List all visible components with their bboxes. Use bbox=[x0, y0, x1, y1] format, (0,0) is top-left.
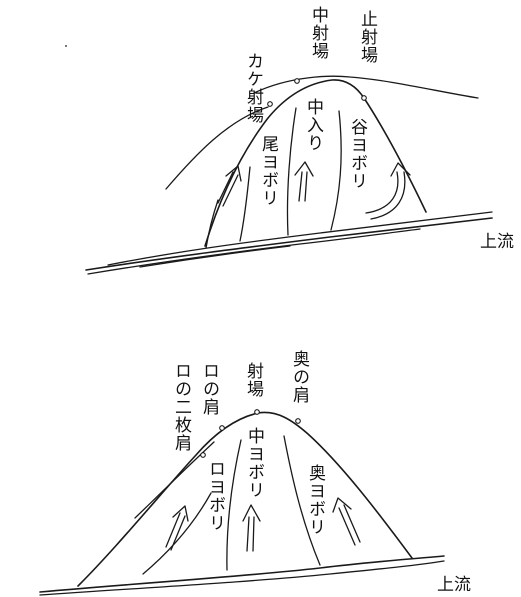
label-naka-shaba: 中射場 bbox=[308, 6, 328, 60]
top-terrain-drawing bbox=[65, 45, 493, 275]
label-oku-yobori: 奥ヨボリ bbox=[305, 464, 325, 536]
bottom-marker-kuchi bbox=[219, 425, 225, 431]
top-arrow-center bbox=[294, 161, 314, 202]
top-ravine-1 bbox=[239, 166, 251, 242]
label-jouryu-bottom: 上流 bbox=[437, 575, 471, 595]
bottom-ravine-1 bbox=[142, 492, 212, 575]
bottom-ravine-3 bbox=[283, 435, 321, 566]
top-marker-tome bbox=[361, 95, 367, 101]
bottom-arrow-right bbox=[332, 497, 361, 546]
label-shaba: 射場 bbox=[243, 362, 263, 398]
label-kuchi-no-nimai-kata: ロの二枚肩 bbox=[171, 362, 191, 452]
top-river-bank-shadow bbox=[139, 245, 291, 268]
bottom-marker-oku bbox=[295, 418, 301, 424]
top-ridge-skyline bbox=[253, 75, 479, 99]
top-ravine-2 bbox=[286, 107, 297, 236]
top-arrow-left bbox=[217, 165, 242, 207]
top-mountain-outline bbox=[204, 79, 427, 247]
label-naka-iri: 中入り bbox=[303, 98, 323, 152]
bottom-arrow-left bbox=[165, 505, 189, 551]
bottom-river-bank-lower bbox=[39, 560, 445, 596]
bottom-ravine-2 bbox=[226, 439, 242, 571]
label-kake-shaba: カケ射場 bbox=[243, 52, 263, 124]
ink-speck bbox=[65, 45, 67, 47]
label-tani-yobori: 谷ヨボリ bbox=[347, 118, 367, 190]
label-kuchi-yobori: ロヨボリ bbox=[205, 460, 225, 532]
top-marker-naka bbox=[294, 78, 300, 84]
top-lower-left-slope bbox=[205, 199, 219, 249]
top-ravine-3 bbox=[330, 110, 342, 231]
top-arrow-right bbox=[365, 162, 411, 220]
top-river-bank-lower bbox=[87, 228, 421, 275]
bottom-marker-shaba bbox=[254, 409, 260, 415]
top-left-shoulder-slope bbox=[165, 106, 269, 190]
bottom-arrow-center bbox=[242, 504, 261, 552]
label-kuchi-no-kata: ロの肩 bbox=[199, 362, 219, 416]
label-o-yobori: 尾ヨボリ bbox=[258, 135, 278, 207]
top-river-bank-middle bbox=[85, 217, 493, 271]
bottom-left-shoulder bbox=[134, 441, 215, 519]
label-tome-shaba: 止射場 bbox=[357, 10, 377, 64]
label-oku-no-kata: 奥の肩 bbox=[289, 350, 309, 404]
bottom-terrain-drawing bbox=[39, 409, 445, 596]
top-river-bank-upper bbox=[107, 211, 493, 266]
bottom-marker-nimai bbox=[200, 452, 206, 458]
top-marker-kake bbox=[267, 101, 273, 107]
label-naka-yobori: 中ヨボリ bbox=[244, 427, 264, 499]
label-jouryu-top: 上流 bbox=[480, 232, 514, 252]
bottom-river-bank-upper bbox=[39, 555, 445, 593]
